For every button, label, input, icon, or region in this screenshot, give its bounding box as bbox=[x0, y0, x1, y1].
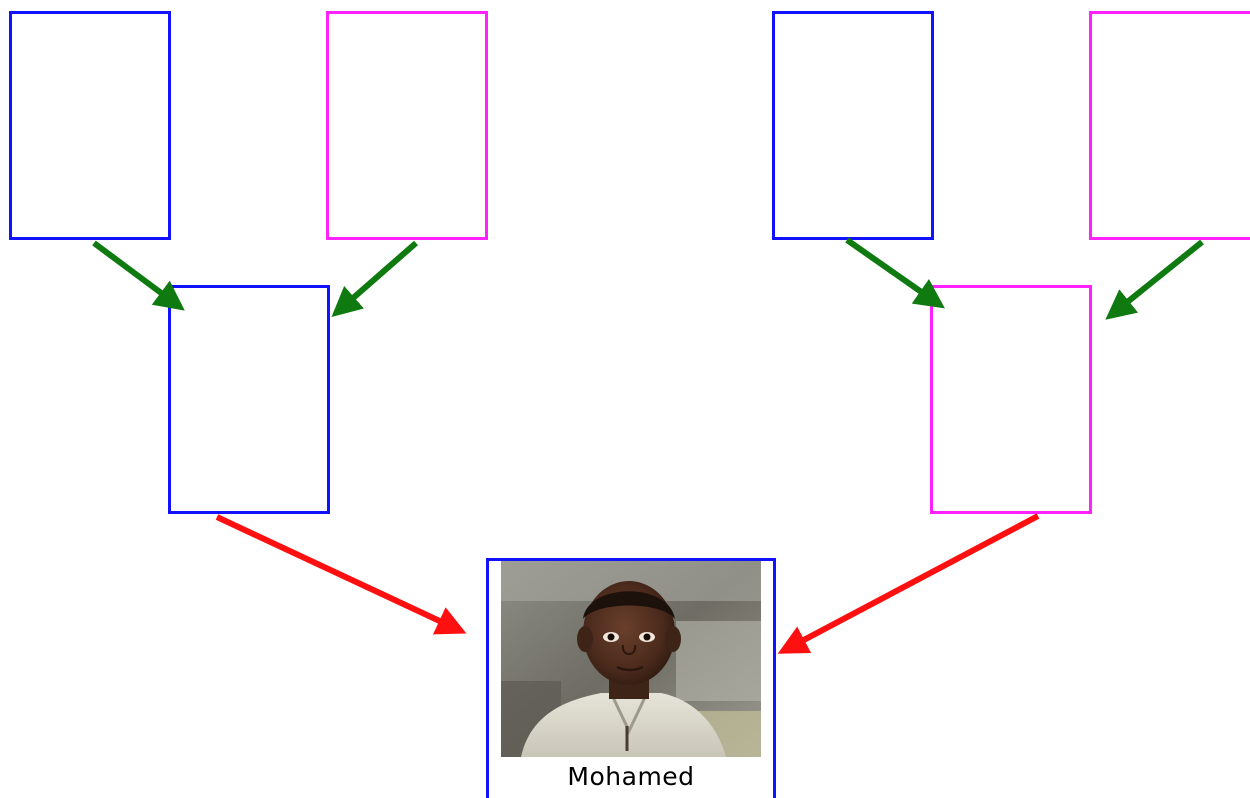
arrow-father-to-child bbox=[215, 514, 467, 635]
arrow-mother-to-child bbox=[777, 513, 1040, 654]
maternal-grandfather-box[interactable] bbox=[772, 11, 934, 240]
arrow-maternal-grandmother-to-mother bbox=[1105, 239, 1204, 320]
paternal-grandfather-box[interactable] bbox=[9, 11, 171, 240]
child-box[interactable]: Mohamed bbox=[486, 558, 776, 798]
mother-box[interactable] bbox=[930, 285, 1092, 514]
paternal-grandmother-box[interactable] bbox=[326, 11, 488, 240]
maternal-grandmother-box[interactable] bbox=[1089, 11, 1250, 240]
father-box[interactable] bbox=[168, 285, 330, 514]
child-name-label: Mohamed bbox=[567, 762, 695, 791]
arrow-maternal-grandfather-to-mother bbox=[845, 237, 945, 309]
arrow-paternal-grandfather-to-father bbox=[92, 240, 185, 311]
arrow-paternal-grandmother-to-father bbox=[331, 240, 418, 317]
child-portrait-photo bbox=[501, 561, 761, 757]
